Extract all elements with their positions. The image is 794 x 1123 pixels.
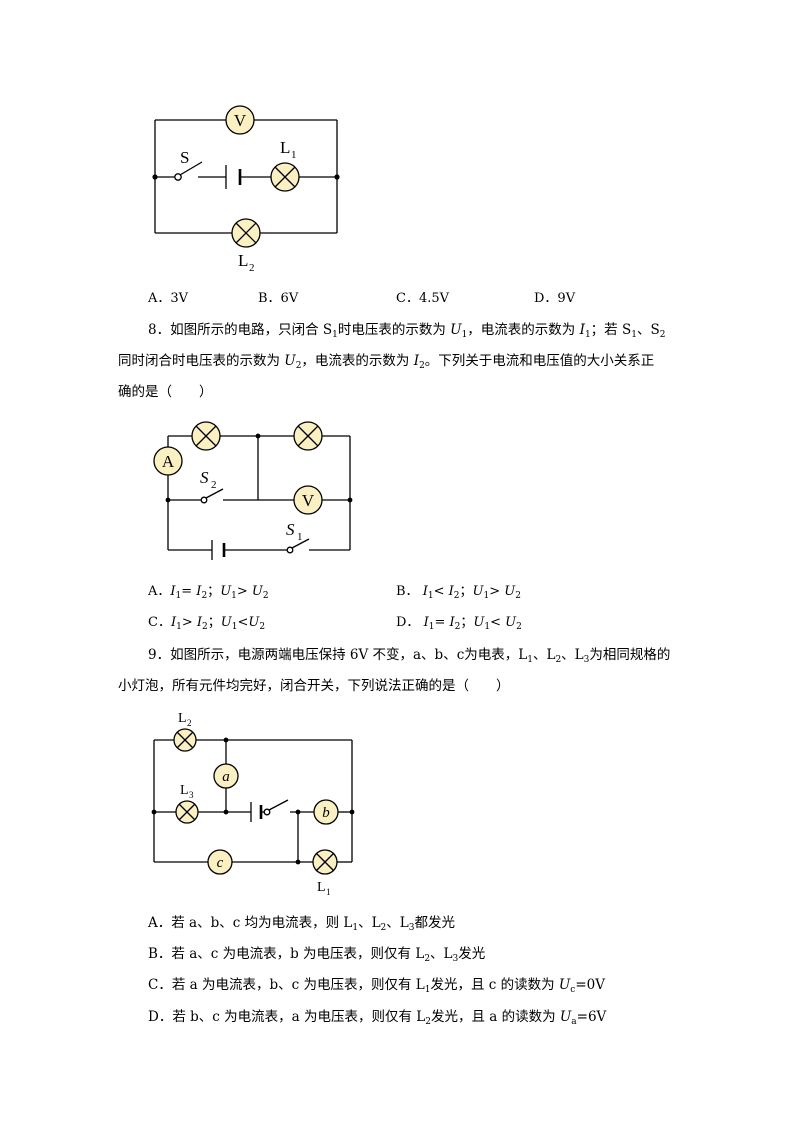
switch-s2-label: S xyxy=(200,468,209,487)
q8-option-b: B． I1< I2；U1> U2 xyxy=(396,584,521,601)
circuit-diagram-1: V S L 1 L 2 xyxy=(140,95,360,280)
lamp-l3-label: L xyxy=(180,783,189,798)
voltmeter: V xyxy=(225,105,255,135)
circuit-diagram-2: A V S 2 S 1 xyxy=(148,415,368,565)
lamp-l2-label: L xyxy=(238,251,248,270)
switch-s1 xyxy=(286,538,310,554)
battery xyxy=(250,802,263,822)
q8-stem-line-3: 确的是（ ） xyxy=(118,384,213,400)
switch xyxy=(263,799,289,816)
meter-a: a xyxy=(213,763,239,789)
lamp-l2-sub: 2 xyxy=(187,718,192,728)
ammeter: A xyxy=(153,446,183,476)
lamp-l2 xyxy=(231,218,261,248)
switch-s2 xyxy=(200,488,224,504)
lamp-l2 xyxy=(173,728,197,752)
q7-option-b: B．6V xyxy=(258,291,299,306)
svg-text:b: b xyxy=(322,805,330,821)
q8-option-c: C．I1> I2；U1<U2 xyxy=(148,615,266,632)
q7-option-d: D．9V xyxy=(534,291,576,306)
q9-option-d: D．若 b、c 为电流表，a 为电压表，则仅有 L2发光，且 a 的读数为 Ua… xyxy=(148,1009,607,1027)
lamp-l2-label: L xyxy=(178,711,187,726)
q8-option-a: A．I1= I2；U1> U2 xyxy=(148,584,269,601)
lamp-l1-label: L xyxy=(280,138,290,157)
q7-option-a: A．3V xyxy=(148,291,189,306)
switch-s1-sub: 1 xyxy=(297,531,303,543)
battery xyxy=(225,165,242,189)
lamp-l2-sub: 2 xyxy=(249,262,255,274)
switch-s-label: S xyxy=(180,148,189,167)
q9-stem-line-2: 小灯泡，所有元件均完好，闭合开关，下列说法正确的是（ ） xyxy=(118,678,510,694)
switch-s xyxy=(174,161,203,181)
lamp-l1 xyxy=(312,849,338,875)
q9-stem-line-1: 9．如图所示，电源两端电压保持 6V 不变，a、b、c为电表，L1、L2、L3为… xyxy=(148,647,671,665)
svg-text:a: a xyxy=(222,769,230,785)
lamp-top-left xyxy=(191,421,221,451)
q9-option-c: C．若 a 为电流表，b、c 为电压表，则仅有 L1发光，且 c 的读数为 Uc… xyxy=(148,977,605,995)
q7-option-c: C．4.5V xyxy=(396,291,450,306)
switch-s2-sub: 2 xyxy=(211,479,217,491)
svg-text:c: c xyxy=(217,855,224,871)
lamp-l1-sub: 1 xyxy=(326,887,331,897)
svg-text:V: V xyxy=(234,111,247,130)
q9-option-a: A．若 a、b、c 均为电流表，则 L1、L2、L3都发光 xyxy=(148,915,455,933)
voltmeter: V xyxy=(293,485,323,515)
lamp-l1-label: L xyxy=(317,880,326,895)
lamp-l1 xyxy=(270,162,300,192)
lamp-l3-sub: 3 xyxy=(189,790,194,800)
q8-stem-line-2: 同时闭合时电压表的示数为 U2，电流表的示数为 I2。下列关于电流和电压值的大小… xyxy=(118,353,655,371)
lamp-l1-sub: 1 xyxy=(291,149,297,161)
meter-c: c xyxy=(207,849,233,875)
battery xyxy=(211,540,226,560)
lamp-top-right xyxy=(293,421,323,451)
svg-text:V: V xyxy=(302,491,315,510)
switch-s1-label: S xyxy=(286,520,295,539)
q9-option-b: B．若 a、c 为电流表，b 为电压表，则仅有 L2、L3发光 xyxy=(148,946,486,964)
q8-stem-line-1: 8．如图所示的电路，只闭合 S1时电压表的示数为 U1，电流表的示数为 I1；若… xyxy=(148,322,666,340)
q8-option-d: D． I1= I2；U1< U2 xyxy=(396,615,522,632)
circuit-diagram-3: a b c L 2 L 3 L 1 xyxy=(140,702,370,902)
meter-b: b xyxy=(313,799,339,825)
lamp-l3 xyxy=(175,800,199,824)
svg-text:A: A xyxy=(162,452,175,471)
